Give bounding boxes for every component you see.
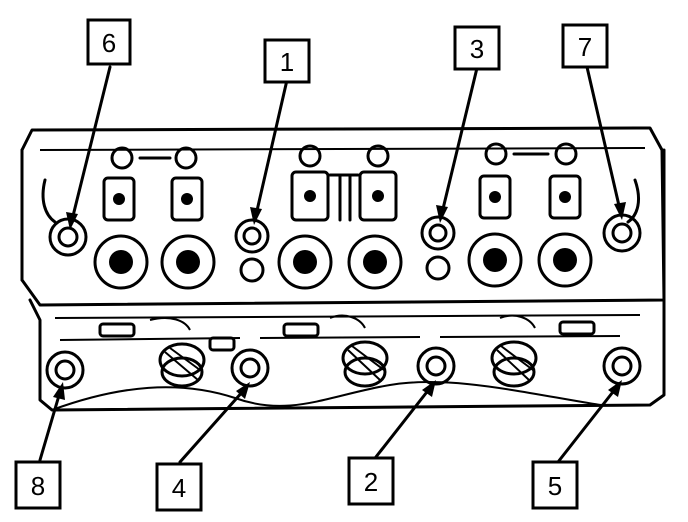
bolt-hole-5 <box>602 346 642 386</box>
leader-lines <box>38 65 626 464</box>
callout-2-label: 2 <box>364 467 378 497</box>
callout-5-label: 5 <box>548 471 562 501</box>
bolt-hole-6 <box>48 217 88 257</box>
callout-6-label: 6 <box>102 28 116 58</box>
bolt-hole-4 <box>230 348 270 388</box>
exhaust-port-3 <box>490 340 538 388</box>
callout-8: 8 <box>14 460 62 510</box>
bolt-hole-7 <box>602 213 642 253</box>
callout-4-label: 4 <box>172 473 186 503</box>
callout-7: 7 <box>561 23 609 69</box>
exhaust-port-1 <box>158 342 206 388</box>
bolt-hole-8 <box>45 350 85 390</box>
callout-3: 3 <box>453 25 501 71</box>
callout-5: 5 <box>531 460 579 510</box>
callout-7-label: 7 <box>578 32 592 62</box>
exhaust-port-2 <box>341 340 389 388</box>
callout-1-label: 1 <box>280 47 294 77</box>
bolt-hole-3 <box>420 215 456 251</box>
cylinder-head-body <box>20 126 666 412</box>
callout-4: 4 <box>155 462 203 512</box>
callout-6: 6 <box>86 18 132 66</box>
callout-2: 2 <box>347 456 395 506</box>
bolt-hole-1 <box>234 218 270 254</box>
callout-1: 1 <box>263 38 311 84</box>
callout-3-label: 3 <box>470 34 484 64</box>
bolt-hole-2 <box>416 346 456 386</box>
callout-8-label: 8 <box>31 471 45 501</box>
